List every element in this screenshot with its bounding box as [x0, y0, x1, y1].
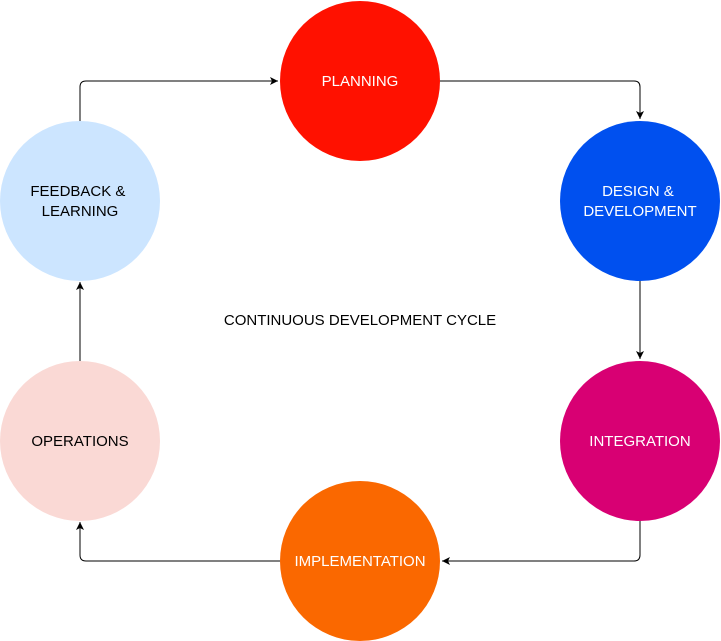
node-implementation: IMPLEMENTATION	[280, 481, 440, 641]
node-integration-circle	[560, 361, 720, 521]
edge-planning-to-design	[440, 80, 644, 119]
node-planning-label: PLANNING	[322, 73, 399, 90]
node-operations-label: OPERATIONS	[31, 433, 128, 450]
node-design-development-label: DESIGN & DEVELOPMENT	[583, 183, 696, 220]
node-operations-circle	[0, 361, 160, 521]
node-operations: OPERATIONS	[0, 361, 160, 521]
node-integration-label: INTEGRATION	[589, 433, 690, 450]
node-feedback-learning-label-line-2: LEARNING	[42, 203, 119, 220]
node-design-development: DESIGN & DEVELOPMENT	[560, 121, 720, 281]
node-planning-circle	[280, 1, 440, 161]
node-feedback-learning-label-line-1: FEEDBACK &	[30, 183, 125, 200]
edge-integration-to-implementation	[442, 521, 641, 565]
node-implementation-label-line: IMPLEMENTATION	[294, 553, 425, 570]
node-operations-label-line: OPERATIONS	[31, 433, 128, 450]
node-design-development-circle	[560, 121, 720, 281]
node-integration: INTEGRATION	[560, 361, 720, 521]
edge-implementation-to-operations	[76, 522, 280, 562]
diagram-center-label: CONTINUOUS DEVELOPMENT CYCLE	[224, 312, 496, 329]
node-implementation-label: IMPLEMENTATION	[294, 553, 425, 570]
node-planning: PLANNING	[280, 1, 440, 161]
edge-feedback-to-planning	[79, 77, 278, 121]
connectors	[76, 77, 644, 565]
node-design-development-label-line-1: DESIGN &	[602, 183, 674, 200]
node-feedback-learning: FEEDBACK & LEARNING	[0, 121, 160, 281]
node-integration-label-line: INTEGRATION	[589, 433, 690, 450]
node-design-development-label-line-2: DEVELOPMENT	[583, 203, 696, 220]
node-implementation-circle	[280, 481, 440, 641]
node-feedback-learning-label: FEEDBACK & LEARNING	[30, 183, 129, 220]
node-feedback-learning-circle	[0, 121, 160, 281]
node-planning-label-line: PLANNING	[322, 73, 399, 90]
